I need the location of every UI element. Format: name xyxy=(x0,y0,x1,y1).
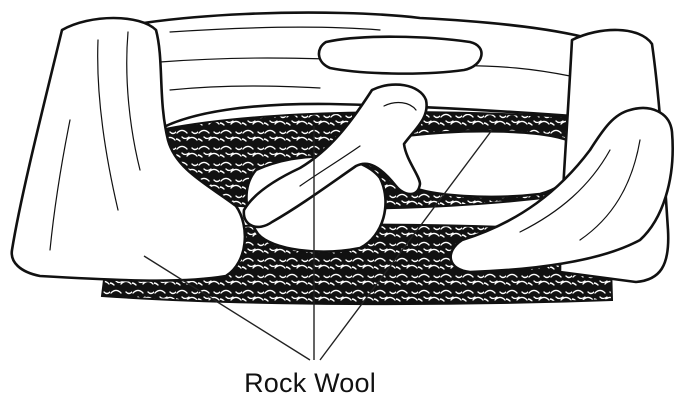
top-small-log xyxy=(319,37,482,74)
rock-wool-label: Rock Wool xyxy=(0,368,620,399)
right-back-slab xyxy=(399,131,577,197)
